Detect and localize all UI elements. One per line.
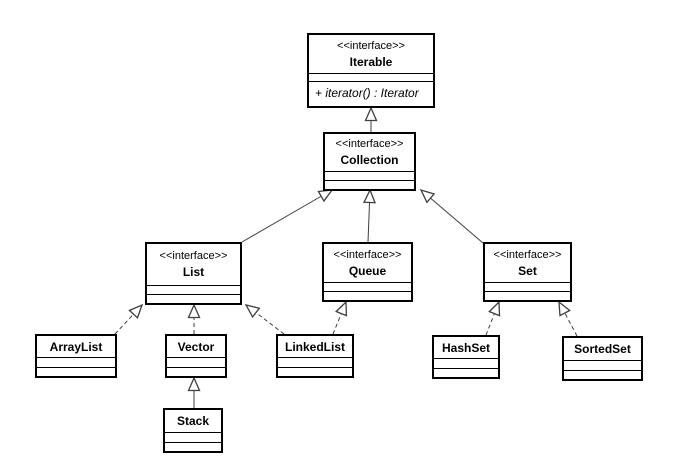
- class-box-linkedlist[interactable]: LinkedList: [276, 334, 354, 378]
- collection-class-name: Collection: [340, 153, 399, 167]
- generalization-edge-queue-to-collection: [363, 188, 376, 243]
- realization-edge-linkedlist-to-queue: [332, 300, 348, 335]
- class-box-collection[interactable]: <<interface>> Collection: [323, 132, 416, 191]
- set-stereotype-label: <<interface>>: [493, 248, 562, 261]
- set-header: <<interface>> Set: [485, 244, 570, 282]
- sortedset-attributes-compartment: [564, 360, 641, 370]
- sortedset-header: SortedSet: [564, 338, 641, 360]
- class-box-sortedset[interactable]: SortedSet: [562, 336, 643, 381]
- linkedlist-class-name: LinkedList: [284, 339, 345, 354]
- linkedlist-attributes-compartment: [278, 357, 352, 367]
- iterable-operation-label: + iterator() : Iterator: [315, 86, 419, 100]
- queue-header: <<interface>> Queue: [324, 244, 411, 282]
- generalization-edge-set-to-collection: [419, 188, 484, 244]
- class-box-stack[interactable]: Stack: [163, 408, 223, 453]
- collection-operations-compartment: [325, 180, 414, 189]
- list-operations-compartment: [147, 294, 240, 303]
- list-stereotype-label: <<interface>>: [159, 250, 228, 262]
- iterable-class-name: Iterable: [349, 54, 393, 69]
- arraylist-class-name: ArrayList: [49, 339, 103, 354]
- queue-attributes-compartment: [324, 282, 411, 291]
- linkedlist-operations-compartment: [278, 367, 352, 376]
- set-attributes-compartment: [485, 282, 570, 291]
- iterable-attributes-compartment: [309, 73, 433, 81]
- stack-class-name: Stack: [176, 414, 210, 428]
- class-box-queue[interactable]: <<interface>> Queue: [322, 242, 413, 302]
- set-operations-compartment: [485, 291, 570, 300]
- collection-stereotype-label: <<interface>>: [335, 138, 404, 150]
- class-box-hashset[interactable]: HashSet: [432, 335, 500, 379]
- arraylist-operations-compartment: [37, 367, 115, 376]
- realization-edge-linkedlist-to-list: [244, 304, 285, 335]
- collection-header: <<interface>> Collection: [325, 134, 414, 171]
- stack-attributes-compartment: [165, 432, 221, 442]
- iterable-header: <<interface>> Iterable: [309, 35, 433, 73]
- queue-stereotype-label: <<interface>>: [333, 248, 402, 261]
- vector-header: Vector: [167, 336, 225, 357]
- class-box-arraylist[interactable]: ArrayList: [35, 334, 117, 378]
- class-box-vector[interactable]: Vector: [165, 334, 227, 378]
- queue-class-name: Queue: [348, 263, 387, 278]
- realization-edge-sortedset-to-set: [558, 300, 578, 337]
- linkedlist-header: LinkedList: [278, 336, 352, 357]
- class-box-list[interactable]: <<interface>> List: [145, 242, 242, 305]
- hashset-class-name: HashSet: [441, 340, 491, 355]
- vector-attributes-compartment: [167, 357, 225, 367]
- list-class-name: List: [182, 265, 205, 279]
- stack-operations-compartment: [165, 442, 221, 451]
- realization-edge-arraylist-to-list: [114, 303, 144, 335]
- sortedset-class-name: SortedSet: [574, 342, 631, 356]
- list-attributes-compartment: [147, 285, 240, 294]
- list-header: <<interface>> List: [147, 244, 240, 285]
- hashset-attributes-compartment: [434, 358, 498, 368]
- class-box-iterable[interactable]: <<interface>> Iterable + iterator() : It…: [307, 33, 435, 108]
- vector-class-name: Vector: [177, 339, 215, 354]
- iterable-stereotype-label: <<interface>>: [337, 39, 405, 52]
- iterable-operations-compartment: + iterator() : Iterator: [309, 81, 433, 106]
- stack-header: Stack: [165, 410, 221, 432]
- set-class-name: Set: [518, 263, 537, 278]
- realization-edge-hashset-to-set: [485, 300, 501, 336]
- class-box-set[interactable]: <<interface>> Set: [483, 242, 572, 302]
- arraylist-header: ArrayList: [37, 336, 115, 357]
- hashset-operations-compartment: [434, 368, 498, 377]
- hashset-header: HashSet: [434, 337, 498, 358]
- sortedset-operations-compartment: [564, 370, 641, 379]
- generalization-edge-list-to-collection: [241, 189, 334, 243]
- arraylist-attributes-compartment: [37, 357, 115, 367]
- vector-operations-compartment: [167, 367, 225, 376]
- collection-attributes-compartment: [325, 171, 414, 180]
- queue-operations-compartment: [324, 291, 411, 300]
